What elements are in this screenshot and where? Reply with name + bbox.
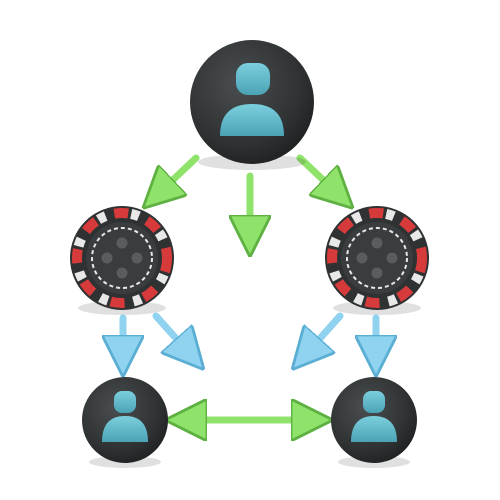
arrow-right-chip-to-bottom-center	[306, 312, 344, 354]
user-icon	[102, 391, 148, 442]
arrow-top-to-left-chip	[158, 154, 200, 194]
bottom-left-user-node	[82, 377, 168, 468]
poker-chip-icon	[101, 237, 143, 279]
green-arrows	[158, 154, 338, 420]
poker-chip-icon	[356, 237, 398, 279]
blue-arrows	[123, 312, 376, 356]
user-icon	[351, 391, 397, 442]
left-chip-node	[70, 206, 174, 315]
user-icon	[220, 63, 284, 136]
arrow-left-chip-to-bottom-center	[152, 312, 190, 354]
bottom-right-user-node	[331, 377, 417, 468]
right-chip-node	[325, 206, 429, 315]
arrow-top-to-right-chip	[296, 154, 338, 194]
top-user-node	[190, 40, 314, 170]
